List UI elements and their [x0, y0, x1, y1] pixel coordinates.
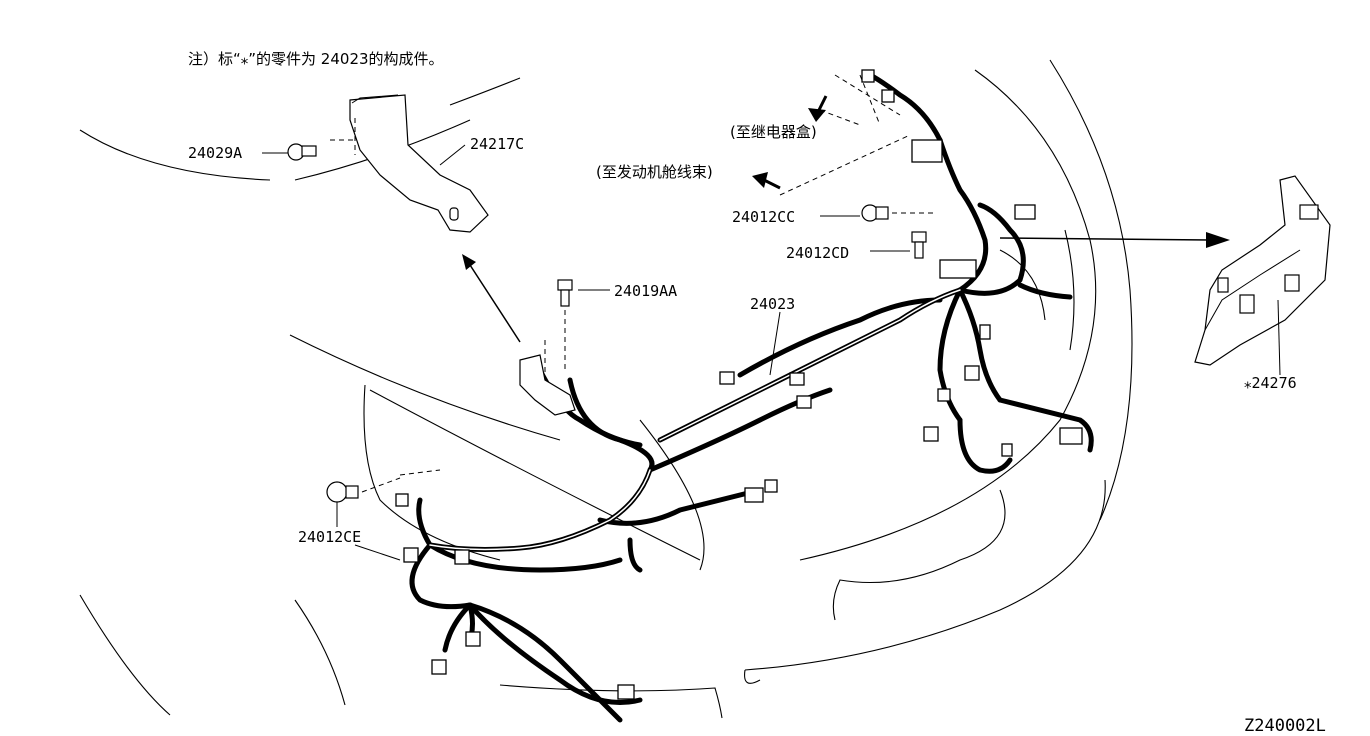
figure-code: Z240002L: [1244, 716, 1326, 736]
harness-bracket-left: [519, 354, 576, 416]
bolt-24012cc: [861, 204, 935, 222]
label-24023: 24023: [750, 295, 795, 313]
leader-lines: [262, 144, 910, 561]
relay-box-cover-24276: [1194, 175, 1331, 376]
label-24019aa: 24019AA: [614, 282, 677, 300]
callout-to-relay-box: (至继电器盒): [730, 123, 817, 141]
callout-to-engine-room-harness: (至发动机舱线束): [596, 163, 713, 181]
bolt-24012cd: [911, 231, 927, 259]
main-harness-24023: [409, 72, 1094, 723]
vehicle-body-outline: [79, 59, 1133, 719]
diagram-note: 注）标“⁎”的零件为 24023的构成件。: [188, 50, 444, 68]
label-24029a: 24029A: [188, 144, 242, 162]
routing-callout-lines: [779, 74, 911, 196]
bolt-24029a: [287, 143, 317, 161]
arrow-to-bracket-detail: [462, 254, 521, 343]
bolt-24012ce: [326, 469, 441, 503]
label-24217c: 24217C: [470, 135, 524, 153]
label-24012ce: 24012CE: [298, 528, 361, 546]
bracket-24217c: [330, 94, 489, 233]
arrow-to-cover-24276: [999, 232, 1230, 248]
arrow-to-relay-box: [808, 95, 828, 122]
label-24012cc: 24012CC: [732, 208, 795, 226]
arrow-to-engine-room-harness: [752, 172, 781, 190]
harness-connectors: [395, 69, 1083, 700]
bolt-24019aa: [544, 279, 573, 380]
label-24276: ⁎24276: [1244, 374, 1297, 392]
label-24012cd: 24012CD: [786, 244, 849, 262]
